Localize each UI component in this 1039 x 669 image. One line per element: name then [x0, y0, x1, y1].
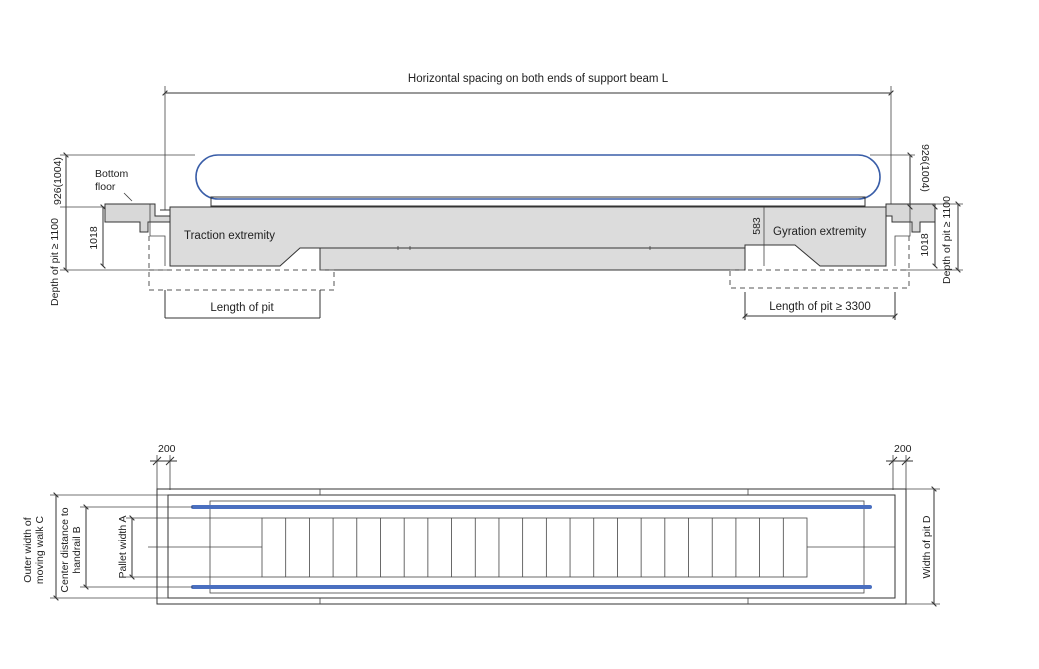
pallet-width-label: Pallet width A: [117, 515, 129, 578]
left-926-label: 926(1004): [52, 157, 64, 205]
balustrade-base: [210, 196, 866, 207]
plan-right-dims: Width of pit D: [906, 486, 940, 607]
right-depth-label: Depth of pit ≥ 1100: [941, 196, 953, 284]
outer-width-label-2: moving walk C: [34, 515, 46, 584]
support-beam-label: Horizontal spacing on both ends of suppo…: [408, 73, 669, 85]
center-distance-label-2: handrail B: [71, 526, 83, 573]
length-pit-right: Length of pit ≥ 3300: [769, 301, 871, 313]
right-1018-label: 1018: [919, 233, 931, 257]
right-926-label: 926(1004): [919, 144, 931, 192]
pit-outline: [156, 488, 907, 605]
plan-left-dims: Outer width of moving walk C Center dist…: [22, 492, 262, 601]
dim-200-right: 200: [886, 443, 913, 490]
traction-label: Traction extremity: [184, 230, 275, 242]
dim-200-right-label: 200: [894, 443, 912, 455]
dim-583: 583: [751, 217, 763, 235]
side-view: Horizontal spacing on both ends of suppo…: [49, 73, 963, 320]
handrail-loop: [195, 154, 881, 200]
left-depth-label: Depth of pit ≥ 1100: [49, 218, 61, 306]
gyration-label: Gyration extremity: [773, 226, 867, 238]
dim-200-left: 200: [150, 443, 177, 490]
length-pit-left: Length of pit: [210, 302, 274, 314]
dim-200-left-label: 200: [158, 443, 176, 455]
walk-outline: [167, 494, 896, 599]
pallet-area: [261, 517, 808, 578]
support-beam-dimension: Horizontal spacing on both ends of suppo…: [162, 73, 894, 210]
left-1018-label: 1018: [88, 226, 100, 250]
balustrade-outline: [209, 500, 865, 594]
bottom-floor-label-2: floor: [95, 181, 116, 193]
left-vertical-dims: 926(1004) Depth of pit ≥ 1100 1018: [49, 152, 195, 306]
center-distance-label-1: Center distance to: [59, 507, 71, 592]
plan-view: 200 200: [22, 443, 940, 607]
width-pit-label: Width of pit D: [921, 515, 933, 578]
right-pit: Length of pit ≥ 3300: [729, 203, 936, 320]
right-vertical-dims: 926(1004) 1018 Depth of pit ≥ 1100: [870, 144, 963, 284]
pallet-lines: [285, 518, 784, 577]
bottom-floor-label-1: Bottom: [95, 168, 129, 180]
outer-width-label-1: Outer width of: [22, 517, 34, 582]
left-pit: Bottom floor Length of pit: [95, 168, 335, 319]
truss-body: [169, 206, 887, 271]
